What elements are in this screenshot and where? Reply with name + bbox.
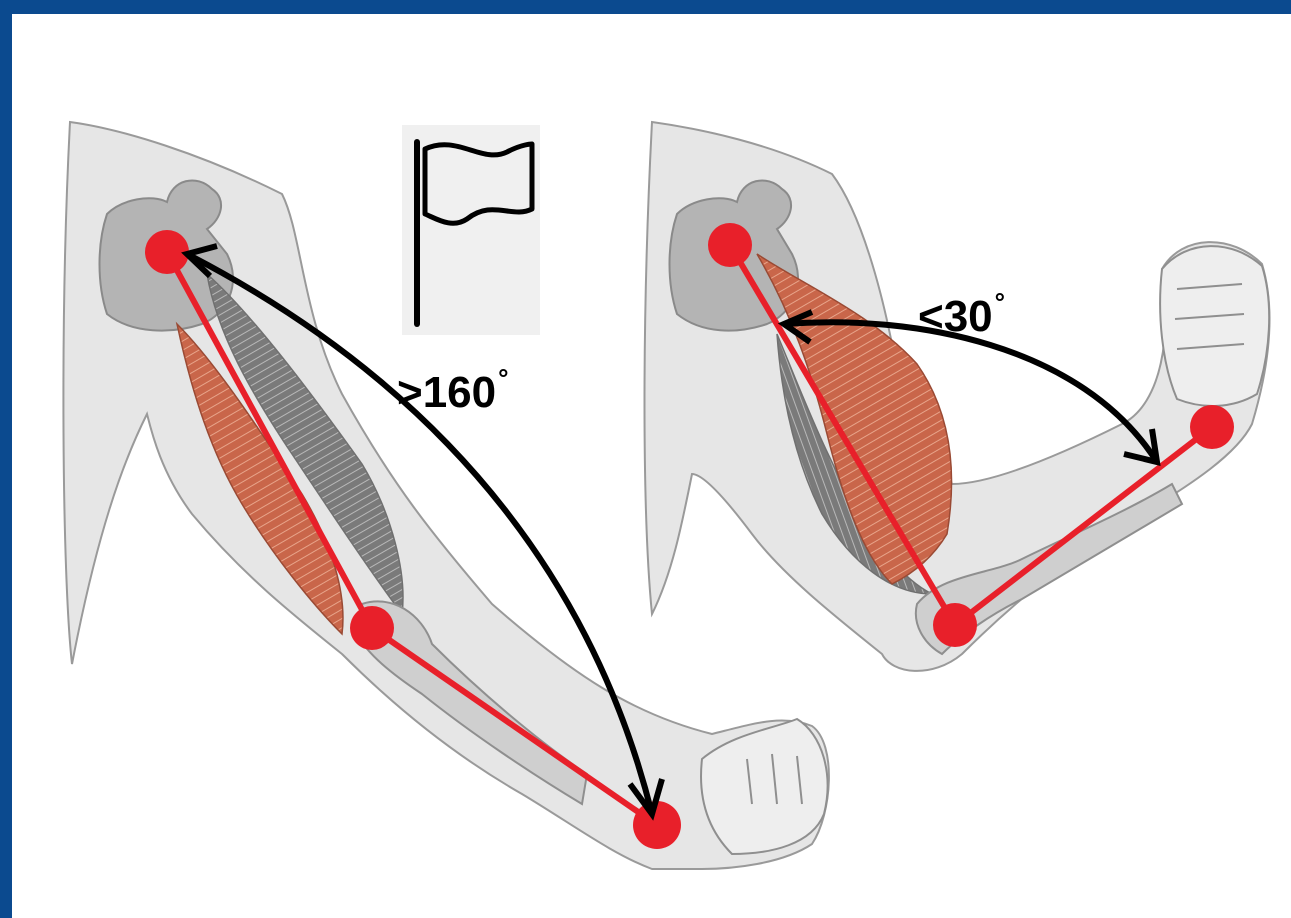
- flexed-angle-label: <30°: [918, 295, 1005, 339]
- elbow-marker-extended: [350, 606, 394, 650]
- arm-diagram: [12, 14, 1291, 918]
- flexed-arm-hand: [1160, 246, 1269, 406]
- flexed-angle-value: <30: [918, 292, 993, 341]
- degree-symbol: °: [498, 363, 508, 393]
- diagram-canvas: >160° <30°: [12, 14, 1291, 918]
- wrist-marker-flexed: [1190, 405, 1234, 449]
- elbow-marker-flexed: [933, 603, 977, 647]
- extended-angle-value: >160: [397, 368, 496, 417]
- extended-angle-label: >160°: [397, 371, 509, 415]
- shoulder-marker-extended: [145, 230, 189, 274]
- wrist-marker-extended: [633, 801, 681, 849]
- flag-icon: [402, 125, 540, 335]
- flexed-arm: [645, 122, 1270, 671]
- shoulder-marker-flexed: [708, 223, 752, 267]
- degree-symbol: °: [995, 287, 1005, 317]
